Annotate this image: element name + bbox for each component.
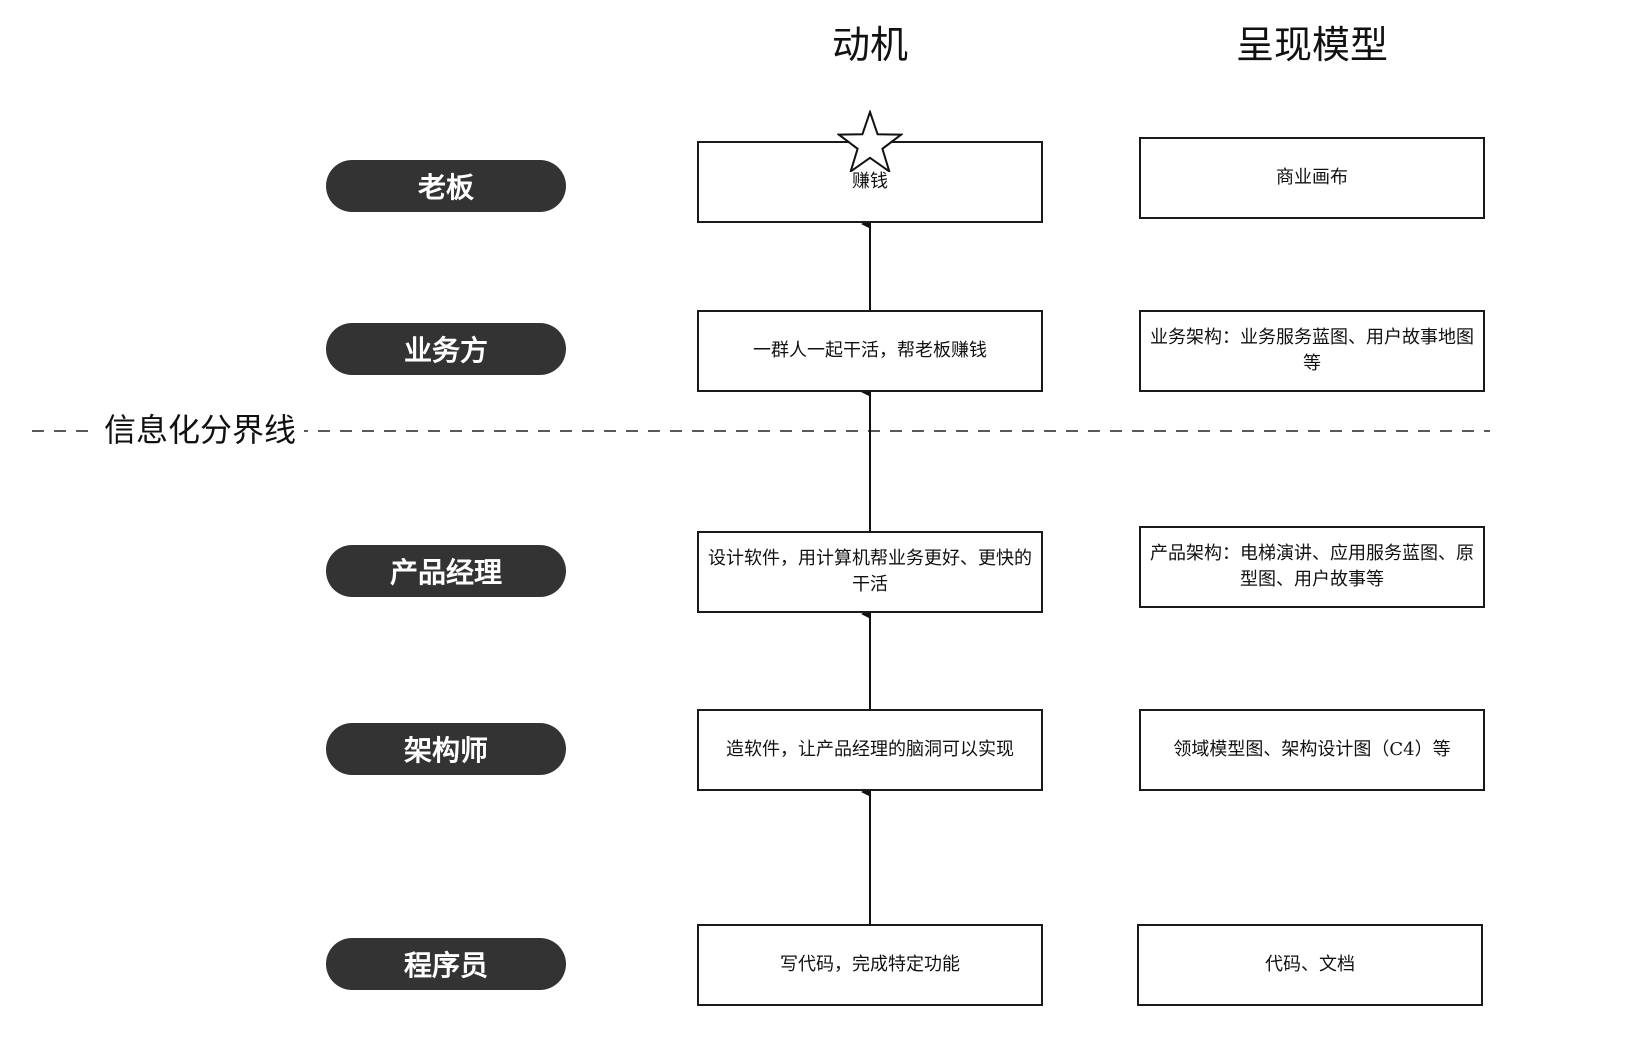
motivation-text: 赚钱 bbox=[852, 171, 888, 192]
role-pill-boss: 老板 bbox=[326, 160, 566, 212]
model-box-architect: 领域模型图、架构设计图（C4）等 bbox=[1139, 709, 1485, 791]
role-pill-architect: 架构师 bbox=[326, 723, 566, 775]
model-box-business: 业务架构：业务服务蓝图、用户故事地图等 bbox=[1139, 310, 1485, 392]
model-text: 领域模型图、架构设计图（C4）等 bbox=[1173, 739, 1451, 760]
role-label: 业务方 bbox=[403, 334, 488, 367]
motivation-box-product-manager: 设计软件，用计算机帮业务更好、更快的干活 bbox=[697, 531, 1043, 613]
role-pill-programmer: 程序员 bbox=[326, 938, 566, 990]
role-label: 产品经理 bbox=[389, 556, 502, 589]
motivation-box-business: 一群人一起干活，帮老板赚钱 bbox=[697, 310, 1043, 392]
motivation-box-programmer: 写代码，完成特定功能 bbox=[697, 924, 1043, 1006]
star-icon bbox=[837, 110, 903, 172]
motivation-box-architect: 造软件，让产品经理的脑洞可以实现 bbox=[697, 709, 1043, 791]
model-column-header: 呈现模型 bbox=[1235, 23, 1388, 67]
role-label: 老板 bbox=[417, 171, 474, 204]
motivation-text: 造软件，让产品经理的脑洞可以实现 bbox=[726, 739, 1014, 760]
role-label: 架构师 bbox=[403, 734, 488, 767]
role-label: 程序员 bbox=[403, 949, 488, 982]
role-pill-business: 业务方 bbox=[326, 323, 566, 375]
motivation-text: 设计软件，用计算机帮业务更好、更快的干活 bbox=[708, 548, 1032, 595]
motivation-text: 写代码，完成特定功能 bbox=[780, 954, 960, 975]
model-text: 商业画布 bbox=[1276, 167, 1348, 188]
model-box-programmer: 代码、文档 bbox=[1137, 924, 1483, 1006]
model-box-boss: 商业画布 bbox=[1139, 137, 1485, 219]
motivation-text: 一群人一起干活，帮老板赚钱 bbox=[753, 340, 987, 361]
motivation-column-header: 动机 bbox=[831, 23, 908, 67]
model-text: 代码、文档 bbox=[1265, 954, 1355, 975]
model-text: 产品架构：电梯演讲、应用服务蓝图、原型图、用户故事等 bbox=[1150, 543, 1474, 590]
role-pill-product-manager: 产品经理 bbox=[326, 545, 566, 597]
divider-label: 信息化分界线 bbox=[96, 405, 305, 451]
model-text: 业务架构：业务服务蓝图、用户故事地图等 bbox=[1150, 327, 1474, 374]
model-box-product-manager: 产品架构：电梯演讲、应用服务蓝图、原型图、用户故事等 bbox=[1139, 526, 1485, 608]
